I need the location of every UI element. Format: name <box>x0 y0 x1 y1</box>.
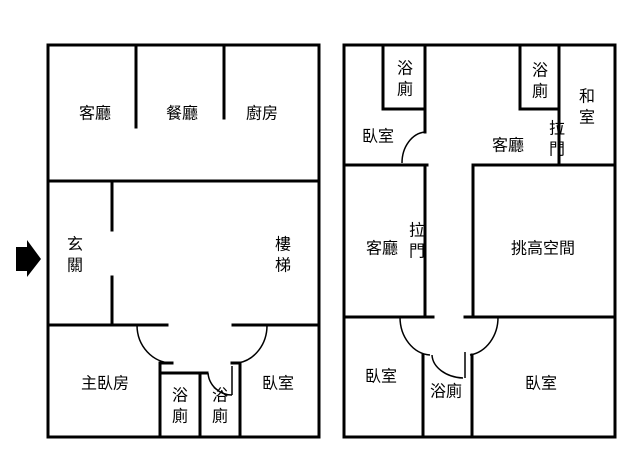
door-swing[interactable] <box>401 131 426 164</box>
room-dining: 餐廳 <box>166 104 198 123</box>
room-bedroom: 臥室 <box>525 374 557 393</box>
room-tatami: 和 <box>579 87 595 106</box>
room-living: 客廳 <box>79 104 111 123</box>
room-living: 客廳 <box>366 239 398 258</box>
room-master-bedroom: 主臥房 <box>81 374 129 393</box>
sliding-door-label: 拉 <box>549 119 565 138</box>
room-bedroom: 臥室 <box>362 127 394 146</box>
room-tatami: 室 <box>579 108 595 127</box>
room-atrium: 挑高空間 <box>511 239 575 258</box>
room-bathroom: 浴 <box>172 386 188 405</box>
room-bathroom: 浴 <box>212 386 228 405</box>
floor1-outer-wall <box>46 43 321 439</box>
floor2-outer-wall <box>342 43 617 439</box>
sliding-door-label: 門 <box>409 242 425 261</box>
floor2-plan: 浴 廁 浴 廁 和 室 臥室 客廳 拉 門 客廳 拉 門 挑高空間 臥室 浴廁 … <box>342 43 617 439</box>
room-bedroom: 臥室 <box>365 367 397 386</box>
room-bathroom: 廁 <box>397 80 413 99</box>
door-swing[interactable] <box>431 354 464 379</box>
room-bathroom: 浴廁 <box>430 382 462 401</box>
door-swing[interactable] <box>237 324 268 364</box>
room-entrance: 關 <box>67 256 83 275</box>
floor1-plan: 客廳 餐廳 廚房 玄 關 樓 梯 主臥房 浴 廁 浴 廁 臥室 <box>46 43 321 439</box>
room-bathroom: 浴 <box>397 59 413 78</box>
room-bathroom: 廁 <box>532 82 548 101</box>
room-bathroom: 浴 <box>532 61 548 80</box>
room-bathroom: 廁 <box>172 407 188 426</box>
room-kitchen: 廚房 <box>246 104 278 123</box>
door-swing[interactable] <box>207 372 233 396</box>
door-swing[interactable] <box>469 316 499 356</box>
room-stairs: 樓 <box>275 235 291 254</box>
sliding-door-label: 門 <box>549 140 565 159</box>
room-living: 客廳 <box>492 136 524 155</box>
door-swing[interactable] <box>399 316 431 356</box>
room-stairs: 梯 <box>275 256 291 275</box>
sliding-door-label: 拉 <box>409 221 425 240</box>
room-bedroom: 臥室 <box>262 374 294 393</box>
room-entrance: 玄 <box>67 235 83 254</box>
door-swing[interactable] <box>136 324 173 364</box>
room-bathroom: 廁 <box>212 407 228 426</box>
entry-arrow-icon <box>16 240 41 277</box>
